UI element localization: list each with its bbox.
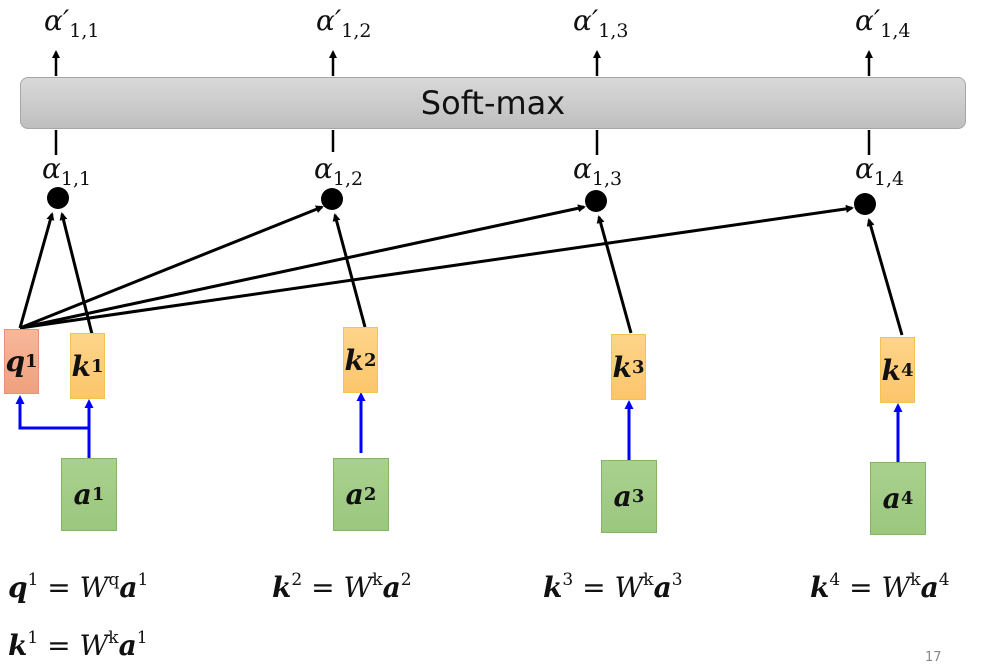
- score-alpha-1-3: α1,3: [573, 152, 623, 190]
- output-alpha-1-3: α′1,3: [573, 4, 629, 42]
- key-to-node-arrow: [332, 213, 367, 328]
- equation-k2: k2 = Wka2: [272, 570, 412, 604]
- dot-product-node: [47, 187, 69, 209]
- dot-product-node: [321, 188, 343, 210]
- query-to-node-arrow: [18, 212, 55, 329]
- equation-k1: k1 = Wka1: [8, 628, 148, 662]
- equation-q1: q1 = Wqa1: [8, 570, 149, 604]
- equation-k4: k4 = Wka4: [810, 570, 950, 604]
- output-alpha-1-1: α′1,1: [44, 4, 100, 42]
- input-to-query-arrow: [15, 395, 91, 459]
- dot-product-node: [854, 193, 876, 215]
- key-to-node-arrow: [596, 215, 633, 334]
- output-alpha-1-4: α′1,4: [855, 4, 911, 42]
- equation-k3: k3 = Wka3: [543, 570, 683, 604]
- score-alpha-1-4: α1,4: [855, 152, 905, 190]
- score-alpha-1-2: α1,2: [314, 152, 364, 190]
- query-to-node-arrow: [19, 205, 324, 330]
- page-number: 17: [925, 650, 942, 665]
- softmax-label: Soft-max: [420, 84, 566, 122]
- softmax-layer: Soft-max: [20, 77, 966, 129]
- query-to-node-arrow: [19, 204, 586, 330]
- key-to-node-arrow: [866, 218, 904, 336]
- score-alpha-1-1: α1,1: [42, 152, 92, 190]
- output-alpha-1-2: α′1,2: [316, 4, 372, 42]
- dot-product-node: [585, 190, 607, 212]
- query-to-node-arrow: [19, 204, 854, 330]
